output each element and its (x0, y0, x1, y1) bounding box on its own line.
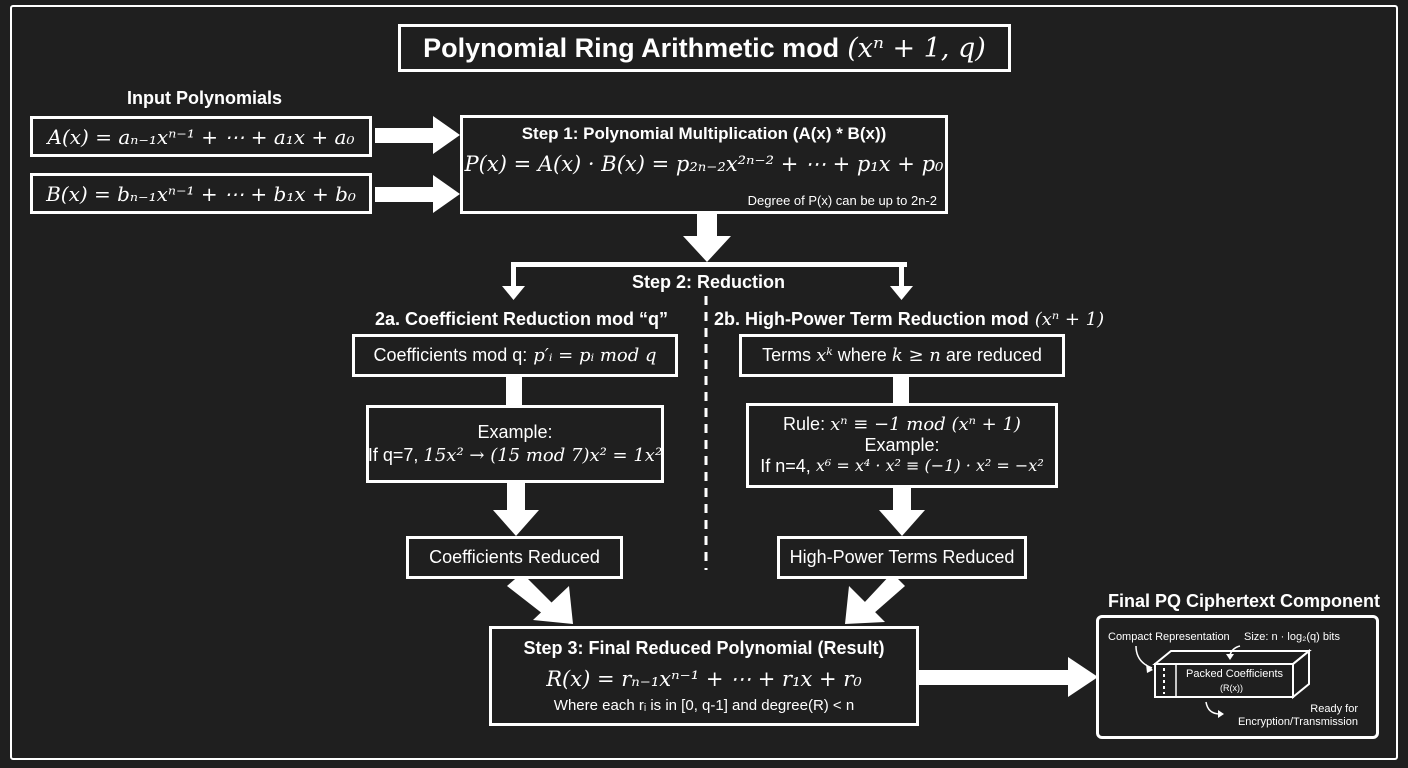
branch-line (511, 262, 907, 267)
arrow-b-head (433, 175, 460, 213)
final-heading: Final PQ Ciphertext Component (1108, 591, 1381, 611)
input-b-formula: B(x) = bₙ₋₁xⁿ⁻¹ + ⋯ + b₁x + b₀ (46, 181, 356, 206)
step2b-result: High-Power Terms Reduced (789, 547, 1015, 567)
step2a-example-label: Example: (477, 422, 553, 442)
title-box: Polynomial Ring Arithmetic mod (xⁿ + 1, … (398, 24, 1011, 72)
page-title-math: (xⁿ + 1, q) (847, 32, 986, 64)
step2a-heading: 2a. Coefficient Reduction mod “q” (375, 309, 669, 329)
step2b-heading: 2b. High-Power Term Reduction mod (714, 309, 1029, 329)
step2b-heading-math: (xⁿ + 1) (1034, 309, 1105, 330)
step2a-rule-math: p′ᵢ = pᵢ mod q (533, 345, 657, 366)
step3-note: Where each rᵢ is in [0, q-1] and degree(… (553, 697, 855, 714)
size-arrow (1229, 645, 1241, 656)
step2b-result-box: High-Power Terms Reduced (777, 536, 1027, 579)
arrow-step3-to-final-head (1068, 657, 1098, 697)
step2b-box1-math1: xᵏ (816, 345, 833, 366)
arrow-a-to-step1 (375, 128, 435, 143)
step1-title: Step 1: Polynomial Multiplication (A(x) … (521, 124, 887, 143)
step2b-example-box: Rule: xⁿ ≡ −1 mod (xⁿ + 1) Example: If n… (746, 403, 1058, 488)
page-title: Polynomial Ring Arithmetic mod (423, 32, 840, 63)
final-compact: Compact Representation (1108, 631, 1230, 643)
arrow-step1-head (683, 236, 731, 262)
step2a-example-box: Example: If q=7, 15x² → (15 mod 7)x² = 1… (366, 405, 664, 483)
arrow-a-head (433, 116, 460, 154)
step2a-rule-text: Coefficients mod q: (373, 345, 528, 365)
arrow-2b-down (893, 488, 911, 512)
arrow-2a-to-step3-head (533, 586, 573, 624)
final-size: Size: n · log₂(q) bits (1244, 631, 1340, 643)
step2b-example-line: If n=4, x⁶ = x⁴ · x² ≡ (−1) · x² = −x² (760, 456, 1043, 477)
final-packed: Packed Coefficients (1186, 668, 1284, 680)
step2b-rule-box: Terms xᵏ where k ≥ n are reduced (739, 334, 1065, 377)
step2b-example-text: If n=4, (760, 456, 811, 476)
step2b-heading-wrap: 2b. High-Power Term Reduction mod (xⁿ + … (714, 309, 1104, 330)
input-b-box: B(x) = bₙ₋₁xⁿ⁻¹ + ⋯ + b₁x + b₀ (30, 173, 372, 214)
connector-2b-1 (893, 377, 909, 403)
step2b-rule-label: Rule: (783, 414, 826, 434)
arrow-2a-down (507, 483, 525, 513)
step1-box: Step 1: Polynomial Multiplication (A(x) … (460, 115, 948, 214)
final-component-box (1096, 615, 1379, 739)
final-packed-sub: (R(x)) (1220, 683, 1243, 693)
step3-box: Step 3: Final Reduced Polynomial (Result… (489, 626, 919, 726)
outer-frame (10, 5, 1398, 760)
step2b-rule-line: Rule: xⁿ ≡ −1 mod (xⁿ + 1) (783, 414, 1021, 435)
arrow-2a-head (493, 510, 539, 536)
step1-note: Degree of P(x) can be up to 2n-2 (747, 193, 937, 208)
inputs-heading: Input Polynomials (127, 88, 283, 108)
step2b-example-math: x⁶ = x⁴ · x² ≡ (−1) · x² = −x² (815, 456, 1044, 475)
arrow-step3-to-final (918, 670, 1070, 685)
step2b-box1-pre: Terms (762, 345, 812, 365)
step2a-example-line: If q=7, 15x² → (15 mod 7)x² = 1x² (368, 445, 662, 466)
arrow-step1-down (697, 214, 717, 238)
compact-arrow (1135, 645, 1153, 669)
arrow-2b-head (879, 510, 925, 536)
branch-left-head (502, 286, 525, 300)
step2a-result: Coefficients Reduced (429, 547, 600, 567)
connector-2a-1 (506, 377, 522, 408)
final-ready: Ready for Encryption/Transmission (1237, 703, 1358, 728)
step2a-example-math: 15x² → (15 mod 7)x² = 1x² (423, 445, 663, 466)
step2b-box1-math2: k ≥ n (891, 345, 941, 366)
step2a-rule-box: Coefficients mod q: p′ᵢ = pᵢ mod q (352, 334, 678, 377)
arrow-2b-to-step3-head (845, 586, 885, 624)
input-a-box: A(x) = aₙ₋₁xⁿ⁻¹ + ⋯ + a₁x + a₀ (30, 116, 372, 157)
step2-title: Step 2: Reduction (632, 272, 786, 292)
packed-box-front (1154, 663, 1294, 698)
input-a-formula: A(x) = aₙ₋₁xⁿ⁻¹ + ⋯ + a₁x + a₀ (47, 124, 355, 149)
step3-title: Step 3: Final Reduced Polynomial (Result… (523, 638, 885, 658)
step2b-box1-mid: where (837, 345, 887, 365)
step2b-example-label: Example: (864, 435, 940, 455)
arrow-2b-to-step3 (863, 573, 905, 614)
branch-right (899, 262, 904, 288)
step2b-box1-post: are reduced (945, 345, 1042, 365)
arrow-b-to-step1 (375, 187, 435, 202)
step1-formula: P(x) = A(x) · B(x) = p₂ₙ₋₂x²ⁿ⁻² + ⋯ + p₁… (464, 152, 944, 176)
step2b-rule-math: xⁿ ≡ −1 mod (xⁿ + 1) (830, 414, 1021, 435)
branch-left (511, 262, 516, 288)
step2a-result-box: Coefficients Reduced (406, 536, 623, 579)
step3-formula: R(x) = rₙ₋₁xⁿ⁻¹ + ⋯ + r₁x + r₀ (546, 667, 862, 691)
arrow-2a-to-step3 (507, 573, 553, 614)
step2a-example-text: If q=7, (367, 445, 419, 465)
branch-right-head (890, 286, 913, 300)
